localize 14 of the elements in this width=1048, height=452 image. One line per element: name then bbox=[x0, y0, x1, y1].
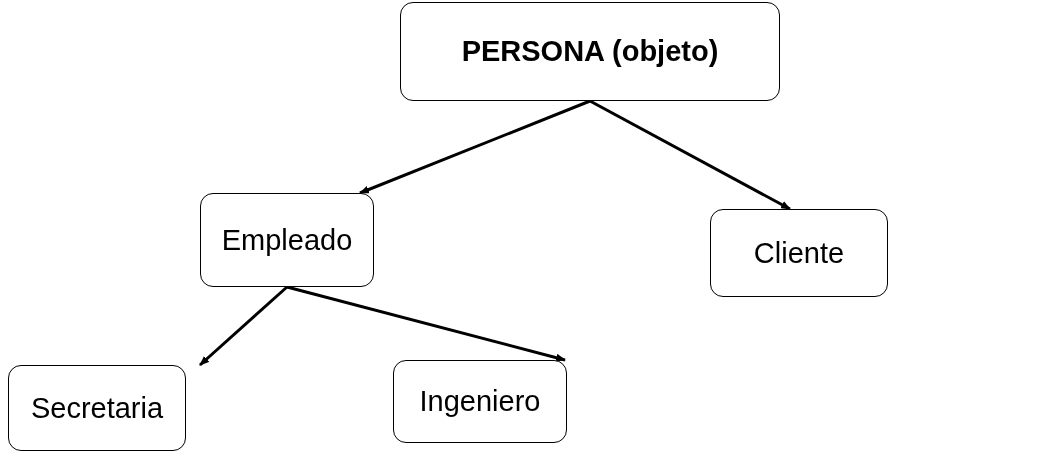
node-label: Empleado bbox=[221, 223, 353, 257]
arrow bbox=[286, 285, 566, 362]
class-box bbox=[200, 193, 374, 287]
class-box bbox=[710, 209, 888, 297]
node-label: Secretaria bbox=[30, 391, 164, 425]
arrow bbox=[589, 99, 791, 211]
node-label: Cliente bbox=[753, 236, 845, 270]
class-box bbox=[400, 2, 780, 101]
arrow bbox=[199, 285, 288, 367]
class-box bbox=[393, 360, 567, 443]
node-label: PERSONA (objeto) bbox=[461, 35, 719, 68]
node-label: Ingeniero bbox=[419, 385, 541, 418]
class-box bbox=[8, 365, 186, 451]
arrow bbox=[359, 99, 591, 195]
